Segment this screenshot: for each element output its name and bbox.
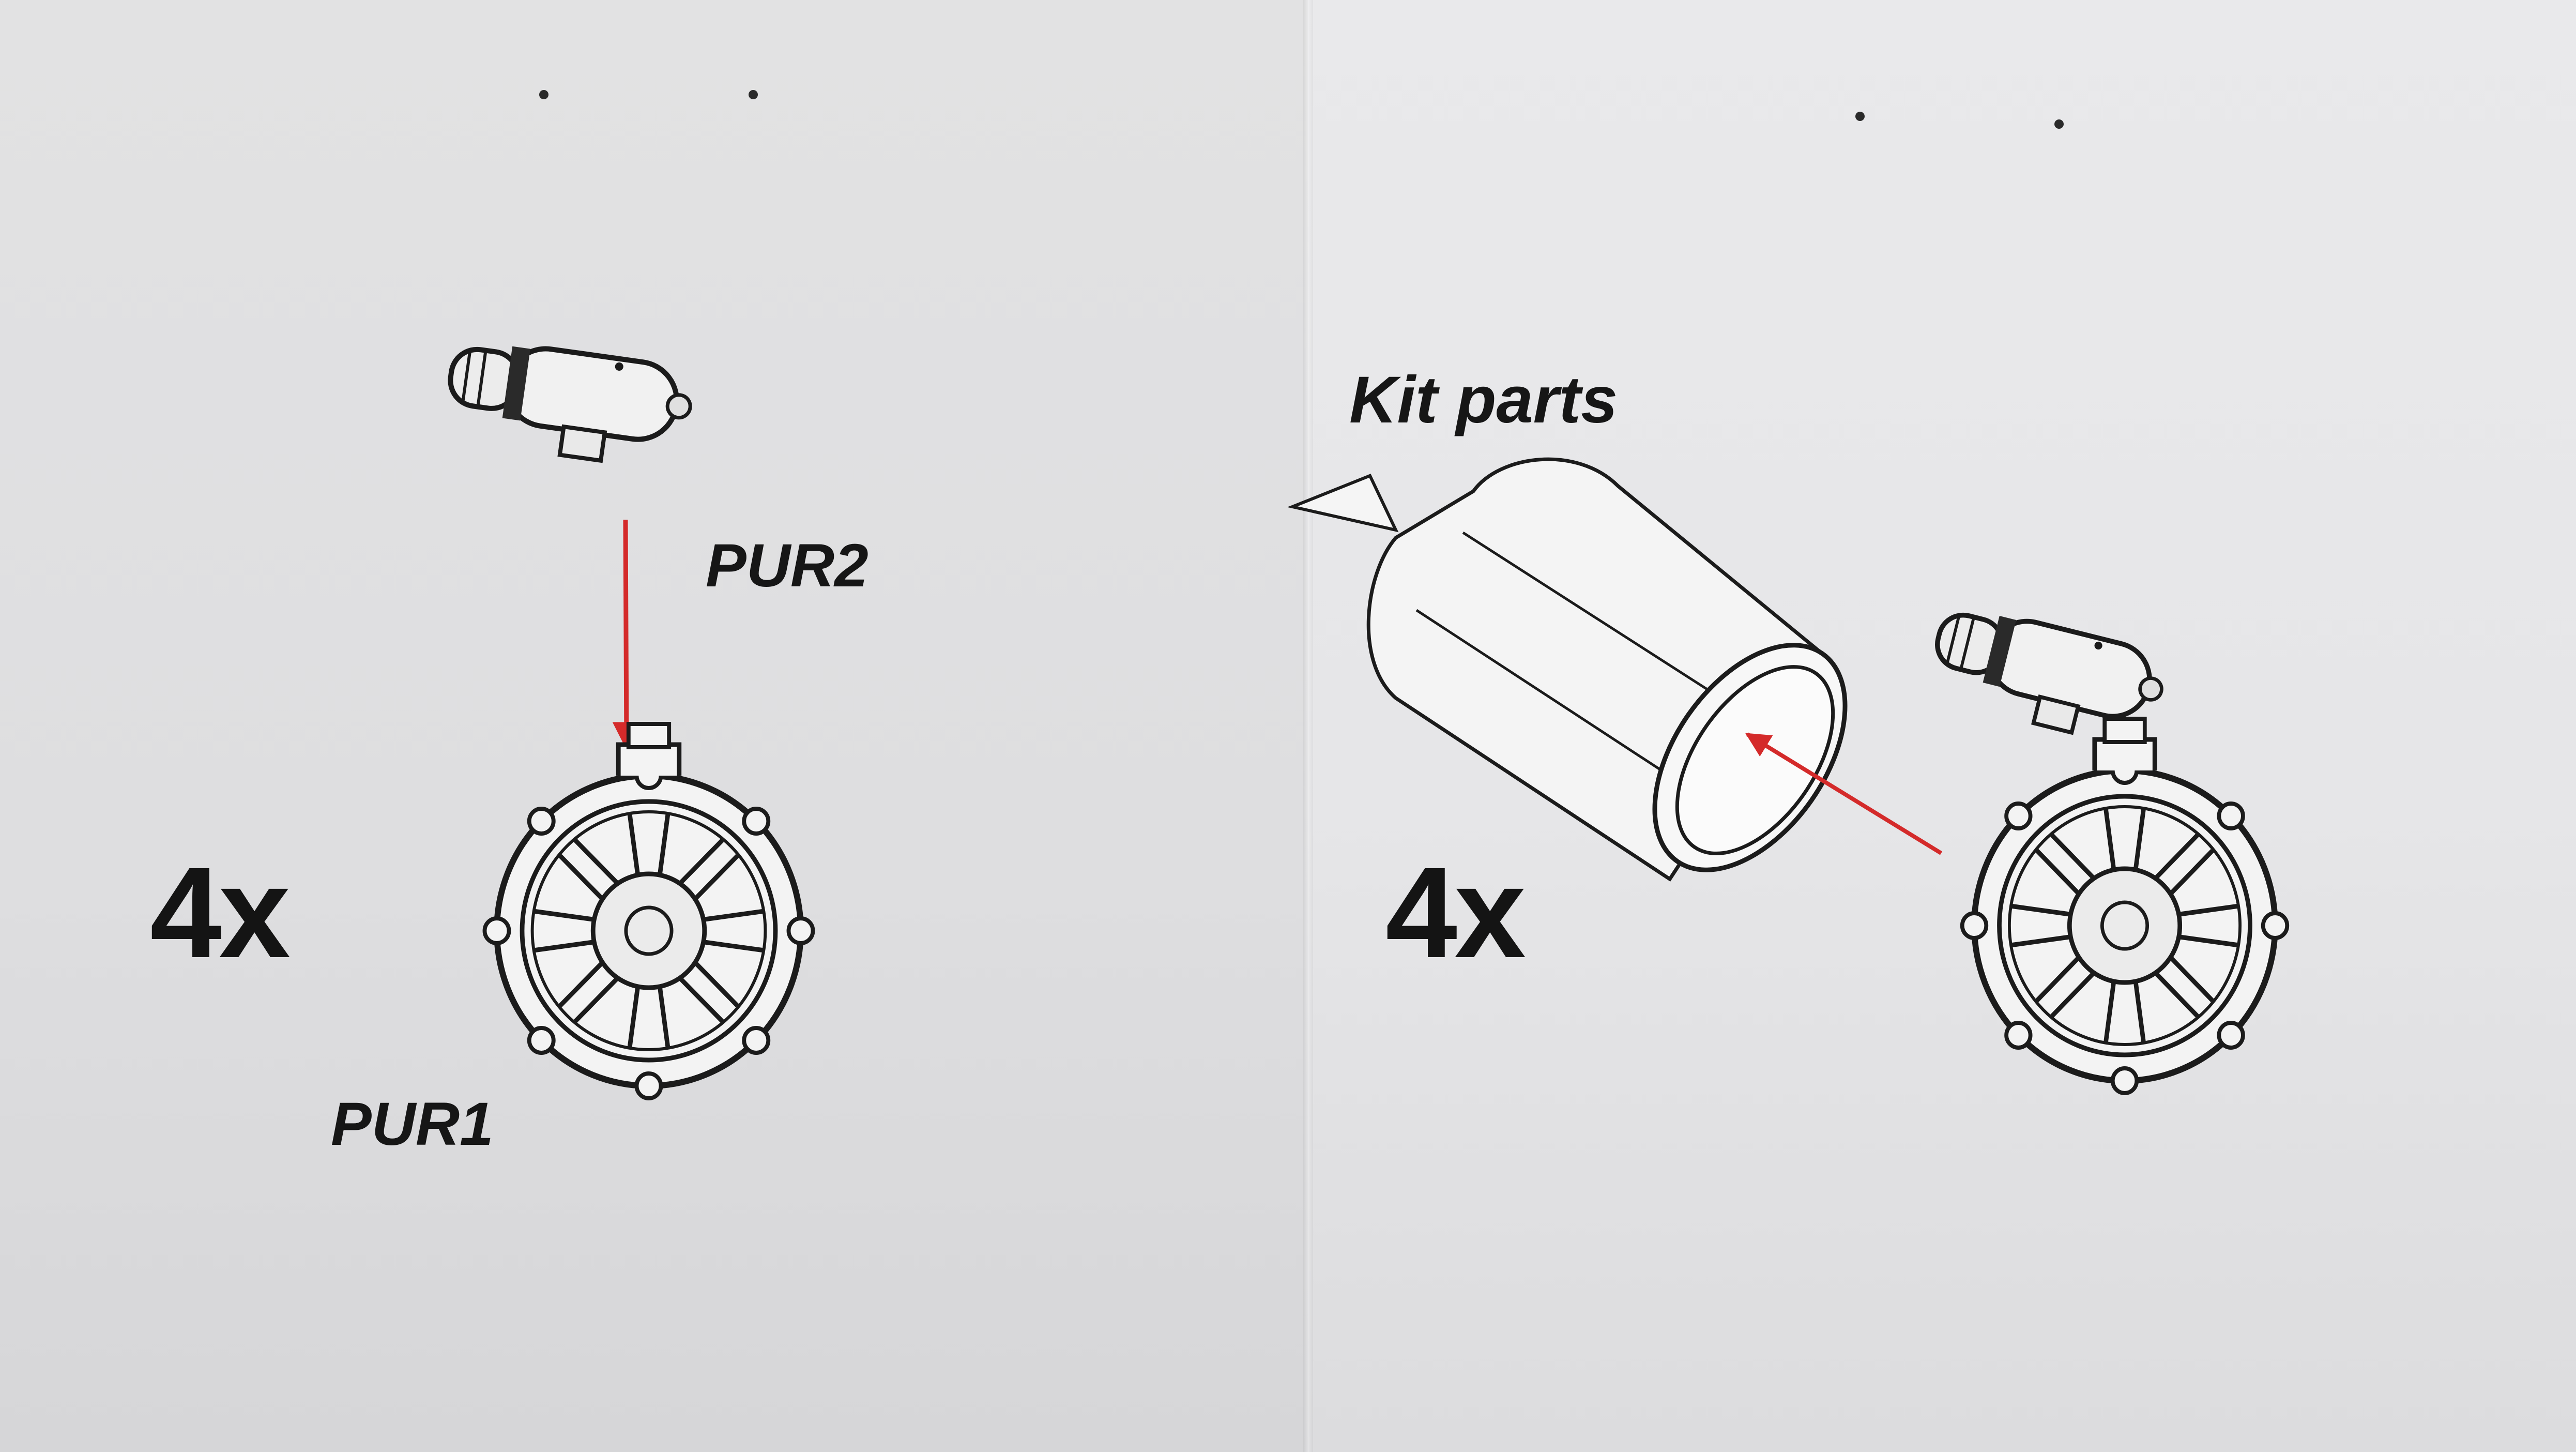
wheel-hub-icon: [484, 724, 813, 1098]
step-right-quantity: 4x: [1385, 840, 1526, 985]
assembly-arrow-icon: [1745, 732, 1943, 855]
staple-holes: [539, 90, 2064, 129]
part-label-pur1: PUR1: [331, 1090, 494, 1158]
wheel-hub-icon: [1962, 719, 2288, 1093]
part-label-pur2: PUR2: [706, 532, 868, 600]
tube-sleeve-icon: [1287, 457, 1848, 882]
page-fold: [1303, 0, 1313, 1452]
assembly-arrow-icon: [612, 519, 641, 750]
kit-parts-callout: Kit parts: [1349, 363, 1618, 437]
cylinder-part-icon: [442, 336, 695, 472]
step-left-quantity: 4x: [150, 840, 291, 985]
